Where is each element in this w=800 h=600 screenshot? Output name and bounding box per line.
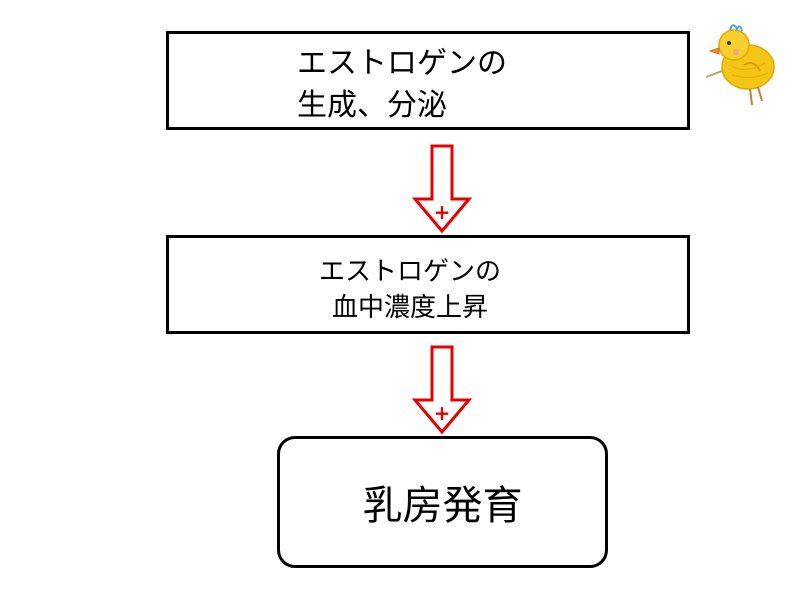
- estrogen-level-text: エストロゲンの 血中濃度上昇: [319, 254, 501, 326]
- estrogen-level-box: エストロゲンの 血中濃度上昇: [166, 235, 690, 334]
- down-arrow-icon: +: [412, 144, 472, 234]
- estrogen-level-line1: エストロゲンの: [319, 257, 502, 287]
- breast-development-box: 乳房発育: [277, 436, 608, 568]
- estrogen-production-text: エストロゲンの 生成、分泌: [297, 43, 507, 127]
- arrow-plus-sign: +: [434, 401, 451, 425]
- estrogen-production-line1: エストロゲンの: [297, 46, 507, 81]
- breast-development-label: 乳房発育: [362, 483, 523, 529]
- down-arrow-icon: +: [412, 345, 472, 435]
- estrogen-production-box: エストロゲンの 生成、分泌: [166, 31, 690, 130]
- chick-icon: [705, 24, 775, 106]
- estrogen-level-line2: 血中濃度上昇: [332, 293, 489, 323]
- estrogen-production-line2: 生成、分泌: [297, 88, 447, 123]
- arrow-plus-sign: +: [434, 200, 451, 224]
